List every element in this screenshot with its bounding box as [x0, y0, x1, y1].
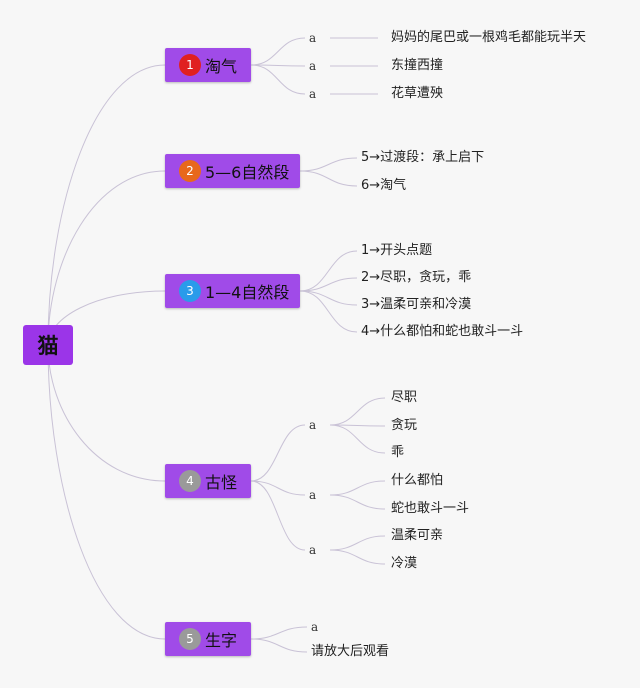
connector-line-21: [329, 397, 386, 426]
leaf-4-1-2: 贪玩: [391, 418, 418, 433]
root-node[interactable]: 猫: [23, 325, 73, 365]
connector-line-1: [47, 64, 166, 346]
badge-2-icon: 2: [179, 160, 201, 182]
connector-line-27: [329, 549, 386, 565]
leaf-4-2-2: 蛇也敢斗一斗: [391, 501, 470, 516]
connector-line-24: [329, 480, 386, 496]
branch-4-label: 古怪: [205, 473, 238, 492]
connector-line-28: [250, 626, 308, 640]
connector-line-14: [299, 250, 358, 292]
leaf-1-3: 花草遭殃: [391, 86, 444, 101]
branch-1-hub-1: a: [309, 31, 317, 45]
branch-1-label: 淘气: [205, 57, 238, 76]
branch-4-hub-3: a: [309, 543, 317, 557]
connector-line-6: [250, 37, 306, 66]
branch-2-label: 5—6自然段: [205, 163, 290, 182]
branch-1-hub-3: a: [309, 87, 317, 101]
branch-node-3[interactable]: 3 1—4自然段: [165, 274, 300, 308]
leaf-2-1: 5→过渡段：承上启下: [361, 150, 485, 165]
connector-line-7: [250, 64, 306, 67]
leaf-3-1: 1→开头点题: [361, 243, 433, 258]
connector-line-18: [250, 424, 306, 482]
branch-5-label: 生字: [205, 631, 238, 650]
badge-4-icon: 4: [179, 470, 201, 492]
connector-line-2: [47, 170, 166, 346]
branch-node-1[interactable]: 1 淘气: [165, 48, 251, 82]
connector-line-12: [299, 157, 358, 172]
connector-line-20: [250, 480, 306, 551]
branch-node-4[interactable]: 4 古怪: [165, 464, 251, 498]
connector-line-26: [329, 535, 386, 551]
branch-4-hub-1: a: [309, 418, 317, 432]
connector-line-29: [250, 638, 308, 653]
leaf-1-1: 妈妈的尾巴或一根鸡毛都能玩半天: [391, 30, 587, 45]
branch-4-hub-2: a: [309, 488, 317, 502]
leaf-4-2-1: 什么都怕: [391, 473, 444, 488]
leaf-3-2: 2→尽职，贪玩，乖: [361, 270, 472, 285]
connector-line-4: [47, 344, 166, 482]
branch-node-5[interactable]: 5 生字: [165, 622, 251, 656]
badge-5-icon: 5: [179, 628, 201, 650]
connector-line-17: [299, 290, 358, 333]
connector-line-25: [329, 494, 386, 510]
branch-5-hub: a: [311, 620, 319, 634]
connector-line-15: [299, 277, 358, 292]
leaf-1-2: 东撞西撞: [391, 58, 444, 73]
connector-line-16: [299, 290, 358, 306]
leaf-4-3-2: 冷漠: [391, 556, 418, 571]
connector-line-8: [250, 64, 306, 95]
badge-1-icon: 1: [179, 54, 201, 76]
connector-line-19: [250, 480, 306, 496]
branch-node-2[interactable]: 2 5—6自然段: [165, 154, 300, 188]
badge-3-icon: 3: [179, 280, 201, 302]
connector-line-5: [47, 344, 166, 640]
leaf-5-1: 请放大后观看: [311, 644, 390, 659]
connector-line-23: [329, 424, 386, 454]
leaf-4-3-1: 温柔可亲: [391, 528, 444, 543]
leaf-3-4: 4→什么都怕和蛇也敢斗一斗: [361, 324, 524, 339]
branch-1-hub-2: a: [309, 59, 317, 73]
leaf-3-3: 3→温柔可亲和冷漠: [361, 297, 472, 312]
leaf-4-1-1: 尽职: [391, 390, 418, 405]
root-label: 猫: [37, 334, 59, 358]
branch-3-label: 1—4自然段: [205, 283, 290, 302]
leaf-2-2: 6→淘气: [361, 178, 407, 193]
connector-line-13: [299, 170, 358, 187]
leaf-4-1-3: 乖: [391, 445, 405, 460]
